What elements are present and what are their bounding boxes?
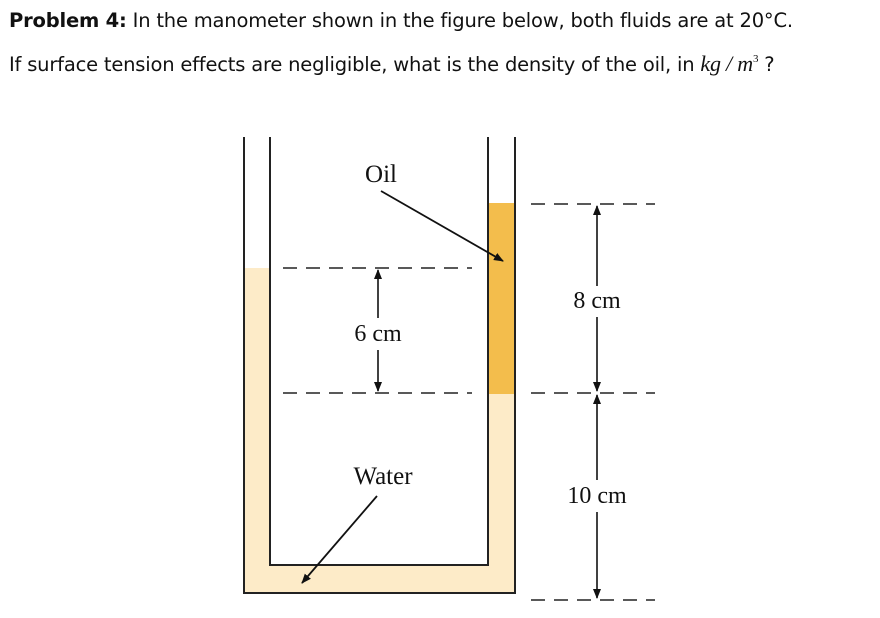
oil-leader-arrow bbox=[380, 190, 504, 262]
problem-label: Problem 4: bbox=[9, 9, 127, 32]
unit-base: kg / m bbox=[700, 51, 753, 76]
problem-line-2: If surface tension effects are negligibl… bbox=[9, 40, 793, 84]
water-label: Water bbox=[353, 463, 413, 490]
reference-lines-left bbox=[283, 267, 472, 394]
problem-text-2: If surface tension effects are negligibl… bbox=[9, 53, 701, 76]
unit-expression: kg / m3 bbox=[700, 51, 758, 76]
water-leader-arrow bbox=[301, 495, 378, 584]
problem-question-mark: ? bbox=[758, 53, 775, 76]
problem-statement: Problem 4: In the manometer shown in the… bbox=[9, 2, 793, 84]
water-fill bbox=[244, 268, 515, 593]
oil-label: Oil bbox=[365, 161, 397, 188]
dimension-6cm-label: 6 cm bbox=[354, 321, 402, 347]
problem-text-1: In the manometer shown in the figure bel… bbox=[126, 9, 793, 32]
dimension-10cm-label: 10 cm bbox=[567, 483, 627, 509]
reference-lines-right bbox=[531, 203, 655, 601]
dimension-8cm-label: 8 cm bbox=[573, 288, 621, 314]
oil-fill bbox=[488, 203, 515, 394]
problem-line-1: Problem 4: In the manometer shown in the… bbox=[9, 2, 793, 40]
unit-exponent: 3 bbox=[752, 53, 759, 65]
u-tube-outline bbox=[243, 137, 516, 594]
